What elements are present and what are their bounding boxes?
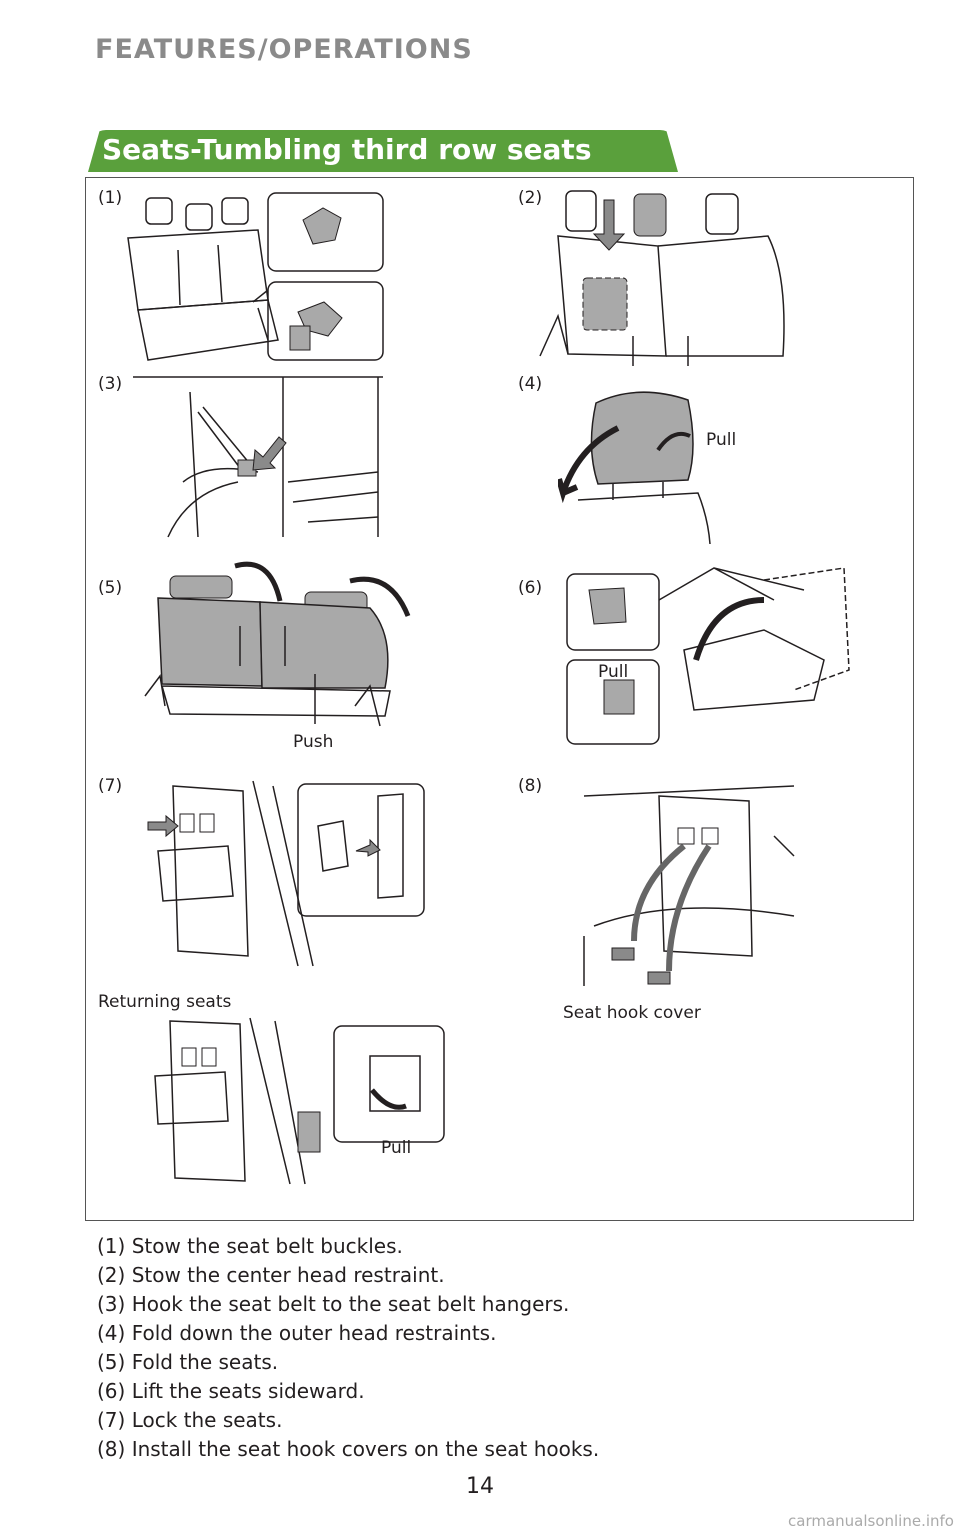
- seat-belt-buckles-illustration: [118, 190, 388, 365]
- figure-label-1: (1): [98, 188, 123, 208]
- figure-label-4: (4): [518, 374, 543, 394]
- seat-hook-cover-illustration: [574, 776, 804, 986]
- returning-seats-illustration: [140, 1016, 446, 1186]
- instruction-steps: (1) Stow the seat belt buckles. (2) Stow…: [97, 1232, 599, 1464]
- callout-push-5: Push: [293, 732, 334, 752]
- callout-pull-4: Pull: [706, 430, 737, 450]
- step-4: (4) Fold down the outer head restraints.: [97, 1321, 497, 1345]
- lift-seats-illustration: [564, 560, 854, 748]
- step-2: (2) Stow the center head restraint.: [97, 1263, 445, 1287]
- callout-seat-hook-cover: Seat hook cover: [563, 1003, 701, 1023]
- callout-pull-6: Pull: [598, 662, 629, 682]
- step-7: (7) Lock the seats.: [97, 1408, 283, 1432]
- step-3: (3) Hook the seat belt to the seat belt …: [97, 1292, 570, 1316]
- figure-label-2: (2): [518, 188, 543, 208]
- figure-label-5: (5): [98, 578, 123, 598]
- head-restraint-stow-illustration: [538, 186, 803, 366]
- figure-label-8: (8): [518, 776, 543, 796]
- seat-belt-hanger-illustration: [128, 372, 386, 540]
- section-title: Seats-Tumbling third row seats: [102, 133, 592, 166]
- fold-seats-illustration: [140, 556, 430, 736]
- figure-label-3: (3): [98, 374, 123, 394]
- step-6: (6) Lift the seats sideward.: [97, 1379, 365, 1403]
- section-header: FEATURES/OPERATIONS: [95, 34, 473, 65]
- figure-label-6: (6): [518, 578, 543, 598]
- step-1: (1) Stow the seat belt buckles.: [97, 1234, 403, 1258]
- illustration-frame: [85, 177, 914, 1221]
- step-8: (8) Install the seat hook covers on the …: [97, 1437, 600, 1461]
- callout-pull-returning: Pull: [381, 1138, 412, 1158]
- fold-head-restraint-illustration: [558, 388, 718, 546]
- lock-seats-illustration: [138, 776, 428, 970]
- figure-label-returning: Returning seats: [98, 992, 232, 1012]
- figure-label-7: (7): [98, 776, 123, 796]
- page-number: 14: [466, 1474, 494, 1499]
- step-5: (5) Fold the seats.: [97, 1350, 279, 1374]
- section-banner: Seats-Tumbling third row seats: [88, 130, 678, 172]
- footer-watermark[interactable]: carmanualsonline.info: [788, 1512, 954, 1530]
